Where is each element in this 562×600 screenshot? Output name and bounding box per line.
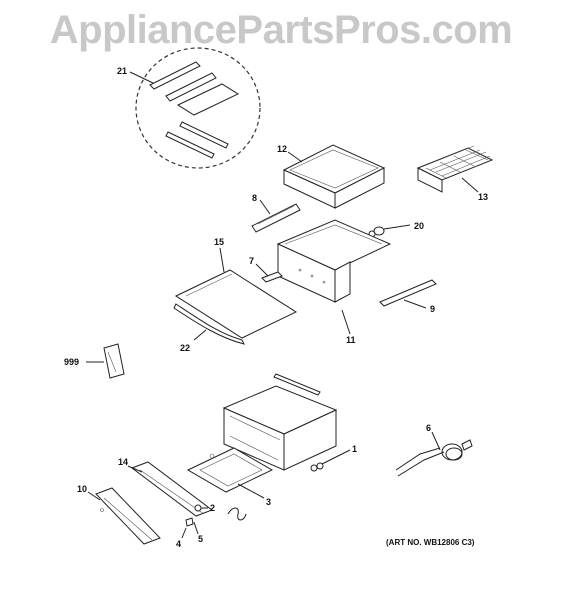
part-999-manual[interactable] xyxy=(103,343,125,379)
callout-999: 999 xyxy=(64,357,79,367)
callout-21: 21 xyxy=(117,66,127,76)
part-7-bracket[interactable] xyxy=(261,271,283,283)
callout-5: 5 xyxy=(198,534,203,544)
part-15-front-panel[interactable] xyxy=(174,269,298,339)
callout-14: 14 xyxy=(118,457,128,467)
callout-6: 6 xyxy=(426,423,431,433)
part-12-pan[interactable] xyxy=(282,144,386,209)
callout-10: 10 xyxy=(77,484,87,494)
callout-13: 13 xyxy=(478,192,488,202)
art-number: (ART NO. WB12806 C3) xyxy=(386,538,475,547)
part-13-rack[interactable] xyxy=(416,145,494,193)
part-5-spring[interactable] xyxy=(227,507,247,521)
callout-1: 1 xyxy=(352,444,357,454)
part-21-strips[interactable] xyxy=(135,47,261,169)
part-2-screw[interactable] xyxy=(194,504,202,512)
part-22-handle[interactable] xyxy=(173,303,245,345)
part-3-heater-plate[interactable] xyxy=(186,447,274,493)
part-14-gasket-frame[interactable] xyxy=(130,461,214,517)
part-9-rail[interactable] xyxy=(379,279,437,307)
callout-20: 20 xyxy=(414,221,424,231)
site-watermark: AppliancePartsPros.com xyxy=(49,8,513,52)
part-11-drawer-box[interactable] xyxy=(276,219,392,303)
part-10-outer-panel[interactable] xyxy=(95,487,161,545)
callout-9: 9 xyxy=(430,304,435,314)
part-4-clip[interactable] xyxy=(185,517,194,527)
part-1-switch[interactable] xyxy=(310,462,324,472)
callout-2: 2 xyxy=(210,503,215,513)
callout-15: 15 xyxy=(214,237,224,247)
callout-11: 11 xyxy=(346,335,356,345)
part-8-slide-rail[interactable] xyxy=(251,203,301,233)
callout-4: 4 xyxy=(176,539,181,549)
callout-7: 7 xyxy=(249,256,254,266)
part-6-power-cord[interactable] xyxy=(395,439,473,477)
warming-drawer-housing[interactable] xyxy=(222,373,338,471)
callout-12: 12 xyxy=(277,144,287,154)
callout-22: 22 xyxy=(180,343,190,353)
callout-3: 3 xyxy=(266,497,271,507)
callout-8: 8 xyxy=(252,193,257,203)
